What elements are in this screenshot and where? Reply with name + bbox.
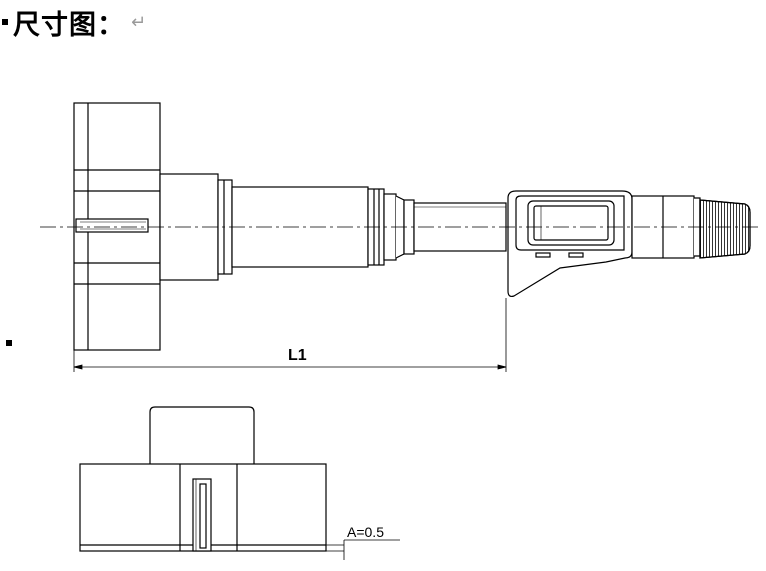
bullet-icon bbox=[2, 19, 8, 25]
ratchet-disc bbox=[73, 102, 161, 351]
l1-dimension bbox=[73, 298, 507, 372]
a-label: A=0.5 bbox=[347, 524, 384, 540]
bore-gauge-side-view bbox=[73, 102, 751, 351]
knurled-knob bbox=[699, 199, 751, 259]
a-dimension bbox=[326, 539, 400, 560]
section-heading: 尺寸图： ↵ bbox=[2, 2, 146, 42]
digital-head bbox=[507, 190, 633, 298]
heading-title: 尺寸图： bbox=[13, 9, 125, 41]
l1-label: L1 bbox=[288, 347, 307, 364]
paragraph-return-icon: ↵ bbox=[131, 11, 147, 33]
side-bullet-icon bbox=[6, 340, 12, 346]
ratchet-disc-detail-view bbox=[79, 406, 327, 552]
